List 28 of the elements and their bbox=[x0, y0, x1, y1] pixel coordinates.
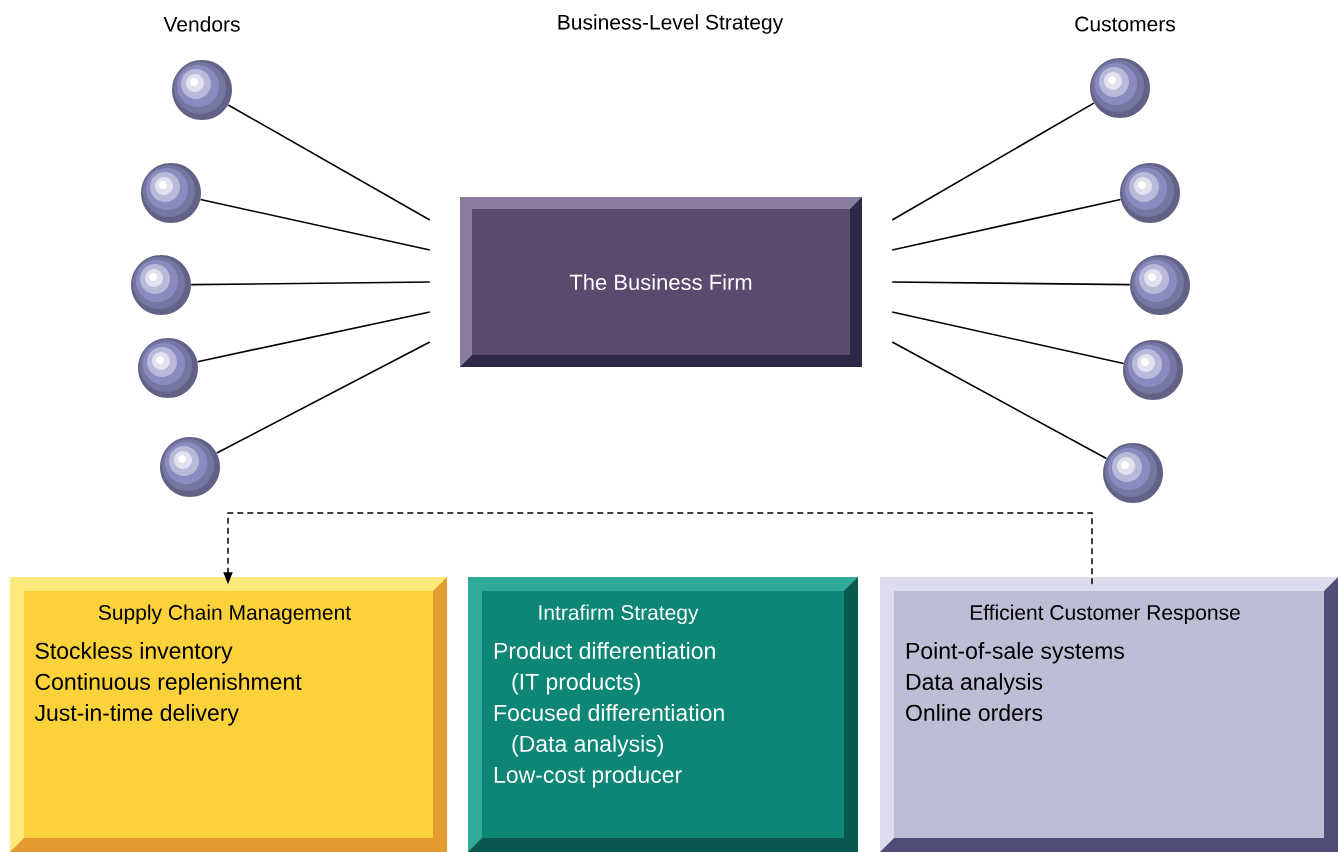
connector-line bbox=[227, 104, 431, 221]
sphere bbox=[141, 163, 201, 223]
sphere bbox=[1103, 443, 1163, 503]
connector-line bbox=[891, 281, 1131, 286]
firm-box: The Business Firm bbox=[460, 197, 862, 367]
connector-line bbox=[196, 311, 431, 363]
connector-line bbox=[891, 198, 1122, 251]
connector-line bbox=[891, 102, 1095, 221]
connector-line bbox=[199, 198, 431, 251]
heading-label: Vendors bbox=[163, 16, 240, 32]
sphere bbox=[1123, 340, 1183, 400]
sphere bbox=[172, 60, 232, 120]
arrow bbox=[223, 512, 1093, 586]
connector-line bbox=[216, 341, 431, 454]
connector-line bbox=[190, 281, 431, 286]
sphere bbox=[160, 437, 220, 497]
sphere bbox=[1090, 58, 1150, 118]
sphere bbox=[1130, 255, 1190, 315]
heading-label: Customers bbox=[1075, 16, 1175, 32]
strategy-box: Efficient Customer Response Point-of-sale systems Data analysis Online orders bbox=[880, 577, 1338, 852]
strategy-box: Supply Chain Management Stockless inventory Continuous replenishment Just-in-time delivery bbox=[10, 577, 447, 852]
connector-line bbox=[891, 341, 1108, 460]
sphere bbox=[131, 255, 191, 315]
sphere bbox=[1120, 163, 1180, 223]
heading-label: Business-Level Strategy bbox=[558, 14, 784, 34]
strategy-box: Intrafirm Strategy Product differentiation (IT products) Focused differentiation (Data analysis) Low-cost producer bbox=[468, 577, 858, 852]
sphere bbox=[138, 338, 198, 398]
connector-line bbox=[891, 311, 1125, 365]
